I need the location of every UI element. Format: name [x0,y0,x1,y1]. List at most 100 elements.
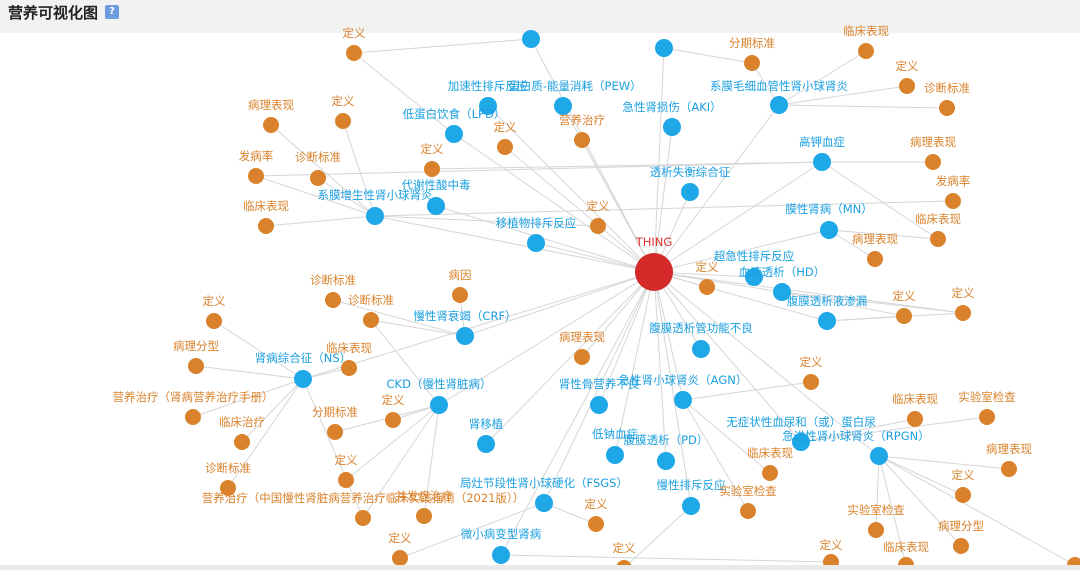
disease-node[interactable] [813,153,831,171]
attribute-node[interactable] [899,78,915,94]
node-label: 高钾血症 [799,135,845,149]
attribute-node[interactable] [740,503,756,519]
disease-node[interactable] [674,391,692,409]
attribute-node[interactable] [325,292,341,308]
attribute-node[interactable] [258,218,274,234]
attribute-node[interactable] [385,412,401,428]
disease-node[interactable] [657,452,675,470]
attribute-node[interactable] [823,554,839,565]
disease-node[interactable] [492,546,510,564]
attribute-node[interactable] [979,409,995,425]
attribute-node[interactable] [424,161,440,177]
disease-node[interactable] [663,118,681,136]
disease-node[interactable] [773,283,791,301]
node-label: 超急性排斥反应 [714,249,795,263]
attribute-node[interactable] [220,480,236,496]
attribute-node[interactable] [452,287,468,303]
node-label: 定义 [332,94,355,108]
attribute-node[interactable] [699,279,715,295]
attribute-node[interactable] [574,132,590,148]
node-label: 营养治疗（中国慢性肾脏病营养治疗临床实践指南（2021版）） [202,491,525,505]
node-label: 诊断标准 [924,81,970,95]
node-label: 临床表现 [843,24,889,38]
attribute-node[interactable] [185,409,201,425]
disease-node[interactable] [522,30,540,48]
disease-node[interactable] [554,97,572,115]
graph-edge [464,271,655,337]
disease-node[interactable] [818,312,836,330]
node-label: 诊断标准 [295,150,341,164]
node-label: 临床治疗 [219,415,265,429]
attribute-node[interactable] [335,113,351,129]
attribute-node[interactable] [497,139,513,155]
attribute-node[interactable] [355,510,371,526]
attribute-node[interactable] [867,251,883,267]
root-node[interactable] [635,253,673,291]
graph-edge [663,47,753,64]
disease-node[interactable] [870,447,888,465]
disease-node[interactable] [655,39,673,57]
attribute-node[interactable] [896,308,912,324]
attribute-node[interactable] [206,313,222,329]
attribute-node[interactable] [925,154,941,170]
attribute-node[interactable] [955,487,971,503]
attribute-node[interactable] [188,358,204,374]
attribute-node[interactable] [588,516,604,532]
attribute-node[interactable] [248,168,264,184]
attribute-node[interactable] [744,55,760,71]
attribute-node[interactable] [1001,461,1017,477]
disease-node[interactable] [590,396,608,414]
disease-node[interactable] [745,268,763,286]
attribute-node[interactable] [574,349,590,365]
attribute-node[interactable] [1067,557,1080,565]
disease-node[interactable] [770,96,788,114]
disease-node[interactable] [792,433,810,451]
disease-node[interactable] [692,340,710,358]
attribute-node[interactable] [234,434,250,450]
attribute-node[interactable] [263,117,279,133]
disease-node[interactable] [682,497,700,515]
attribute-node[interactable] [392,550,408,565]
attribute-node[interactable] [416,508,432,524]
graph-edge [435,205,655,273]
disease-node[interactable] [527,234,545,252]
disease-node[interactable] [681,183,699,201]
attribute-node[interactable] [341,360,357,376]
attribute-node[interactable] [868,522,884,538]
root-label: THING [635,235,673,249]
help-icon[interactable]: ? [105,5,119,19]
attribute-node[interactable] [939,100,955,116]
disease-node[interactable] [820,221,838,239]
node-label: 定义 [800,355,823,369]
attribute-node[interactable] [907,411,923,427]
graph-edge [342,120,376,217]
bottom-scrollbar[interactable] [0,565,1080,570]
attribute-node[interactable] [346,45,362,61]
disease-node[interactable] [430,396,448,414]
disease-node[interactable] [445,125,463,143]
attribute-node[interactable] [338,472,354,488]
disease-node[interactable] [477,435,495,453]
disease-node[interactable] [294,370,312,388]
attribute-node[interactable] [953,538,969,554]
disease-node[interactable] [606,446,624,464]
attribute-node[interactable] [898,557,914,565]
attribute-node[interactable] [930,231,946,247]
attribute-node[interactable] [858,43,874,59]
disease-node[interactable] [535,494,553,512]
attribute-node[interactable] [363,312,379,328]
disease-node[interactable] [366,207,384,225]
attribute-node[interactable] [590,218,606,234]
attribute-node[interactable] [945,193,961,209]
disease-node[interactable] [479,97,497,115]
attribute-node[interactable] [327,424,343,440]
attribute-node[interactable] [955,305,971,321]
attribute-node[interactable] [616,560,632,565]
disease-node[interactable] [456,327,474,345]
attribute-node[interactable] [803,374,819,390]
attribute-node[interactable] [310,170,326,186]
node-label: 腹膜透析液渗漏 [787,294,868,308]
disease-node[interactable] [427,197,445,215]
attribute-node[interactable] [762,465,778,481]
